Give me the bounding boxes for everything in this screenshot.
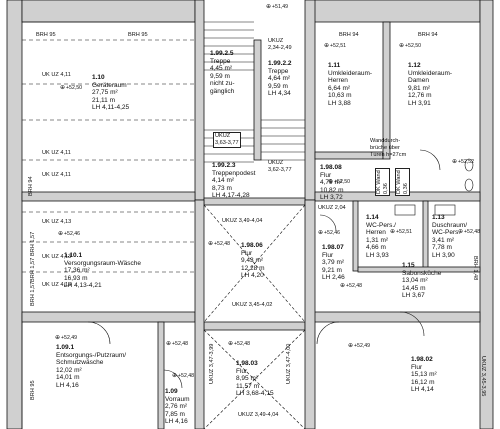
wall-h1	[21, 191, 196, 202]
tag-ukuz411-b: UK UZ 4,11	[42, 150, 71, 156]
wall-h4	[21, 311, 196, 323]
wall-stair-mid	[253, 39, 262, 161]
wall-top-left	[21, 0, 196, 23]
tag-brh157-c: BRH 1,57	[30, 281, 36, 306]
tag-ukuz349: UKUZ 3,49-4,04	[222, 218, 263, 224]
wall-v3	[304, 199, 316, 429]
elevation-marker: +52,49	[55, 334, 77, 341]
tag-brh157-a: BRH 1,57	[30, 231, 36, 256]
tag-ukuz345b: UKUZ 3,45-3,95	[480, 356, 486, 397]
tag-ukuz347: UKUZ 3,47-3,99	[209, 343, 215, 384]
elevation-marker: +52,49	[348, 342, 370, 349]
wall-stair-right	[304, 0, 316, 201]
elevation-marker: +52,48	[208, 240, 230, 247]
wall-v4	[157, 321, 165, 429]
tag-ukuz413-c: UK UZ 4,13	[42, 282, 72, 288]
elevation-marker: +52,52	[452, 158, 474, 165]
elevation-marker: +52,48	[166, 340, 188, 347]
tag-brh95-a: BRH 95	[36, 32, 56, 38]
wall-v6	[422, 200, 429, 272]
elevation-marker: +52,50	[328, 178, 350, 185]
wall-outer-left	[6, 0, 23, 429]
elevation-marker: +52,50	[399, 42, 421, 49]
elevation-marker: +52,46	[318, 229, 340, 236]
tag-brh148: BRH 1,48	[472, 256, 478, 281]
wall-v7	[357, 266, 481, 273]
elevation-marker: +51,49	[266, 3, 288, 10]
tag-brh95-bl: BRH 95	[30, 380, 36, 400]
tag-ukuz411-c: UK UZ 4,11	[42, 172, 71, 178]
wall-outer-right	[479, 0, 494, 429]
elevation-marker: +52,50	[60, 84, 82, 91]
wall-v1	[382, 21, 391, 160]
wall-v2	[194, 199, 205, 429]
tag-ukuz413-b: UK UZ 4,13	[42, 254, 72, 260]
elevation-marker: +52,51	[324, 42, 346, 49]
tag-ukuz349b: UKUZ 3,49-4,04	[238, 412, 279, 418]
elevation-marker: +52,48	[458, 228, 480, 235]
tag-brh94-left: BRH 94	[28, 176, 34, 196]
tag-ukuz413-a: UK UZ 4,13	[42, 219, 72, 225]
elevation-marker: +52,48	[172, 372, 194, 379]
wall-stair-left	[194, 0, 205, 201]
tag-ukuz345: UKUZ 3,45-4,02	[232, 302, 273, 308]
tag-ukuz411-a: UK UZ 4,11	[42, 72, 71, 78]
tag-ukuz204: UKUZ 2,04	[318, 205, 346, 211]
elevation-marker: +52,48	[340, 282, 362, 289]
wall-h5	[203, 321, 306, 331]
elevation-marker: +52,48	[228, 340, 250, 347]
wall-v5	[352, 200, 359, 272]
wall-h6	[312, 311, 481, 323]
tag-ukuz347b: UKUZ 3,47-4,00	[286, 343, 292, 384]
elevation-marker: +52,51	[390, 228, 412, 235]
elevation-marker: +52,46	[58, 230, 80, 237]
tag-brh157-b: BRH 1,57	[30, 257, 36, 282]
tag-brh95-b: BRH 95	[128, 32, 148, 38]
wall-top-right	[312, 0, 481, 23]
tag-brh94-b: BRH 94	[418, 32, 438, 38]
tag-brh94-a: BRH 94	[339, 32, 359, 38]
